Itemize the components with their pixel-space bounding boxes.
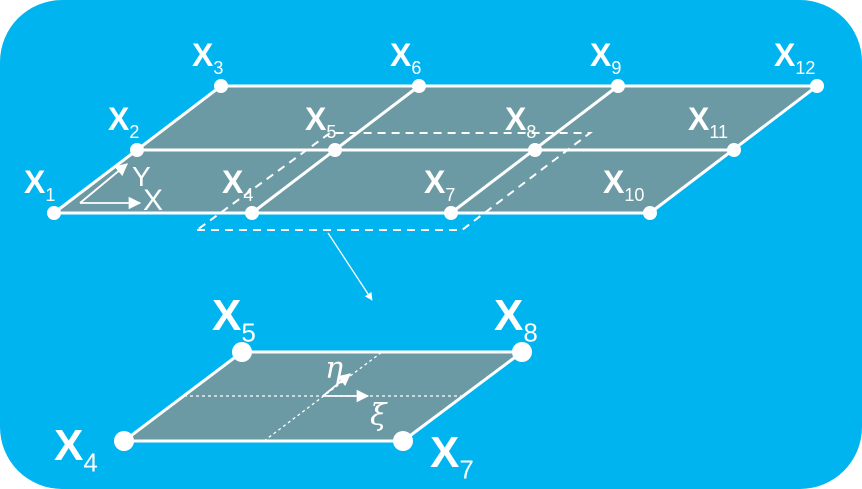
mesh-node-x10 — [643, 206, 657, 220]
element-node-x8 — [512, 342, 532, 362]
global-axes: X Y — [79, 161, 163, 217]
mesh-node-x8 — [528, 143, 542, 157]
mesh-node-x2 — [130, 143, 144, 157]
element-nodes — [114, 342, 532, 451]
eta-label: η — [325, 351, 343, 386]
mesh-node-x12 — [810, 79, 824, 93]
eta-arrow — [322, 373, 351, 397]
element-node-x4 — [114, 431, 134, 451]
global-y-label: Y — [132, 161, 151, 192]
element-node-x5 — [232, 342, 252, 362]
xi-label: ξ — [370, 398, 388, 433]
mesh-node-x3 — [214, 79, 228, 93]
mesh-node-x4 — [245, 206, 259, 220]
mesh-nodes — [47, 79, 824, 220]
mesh-node-label-x12: X12 — [774, 37, 815, 78]
mesh-node-x5 — [328, 143, 342, 157]
mesh-node-x1 — [47, 206, 61, 220]
mesh-node-x9 — [611, 79, 625, 93]
element-node-x7 — [393, 431, 413, 451]
element-highlight-outline — [196, 132, 593, 231]
global-x-label: X — [143, 184, 163, 217]
zoom-arrow — [327, 232, 373, 301]
mesh-node-x7 — [444, 206, 458, 220]
mesh-node-x11 — [727, 143, 741, 157]
mesh-node-x6 — [412, 79, 426, 93]
global-y-arrow — [79, 163, 128, 204]
mesh-node-label-x2: X2 — [108, 101, 139, 142]
